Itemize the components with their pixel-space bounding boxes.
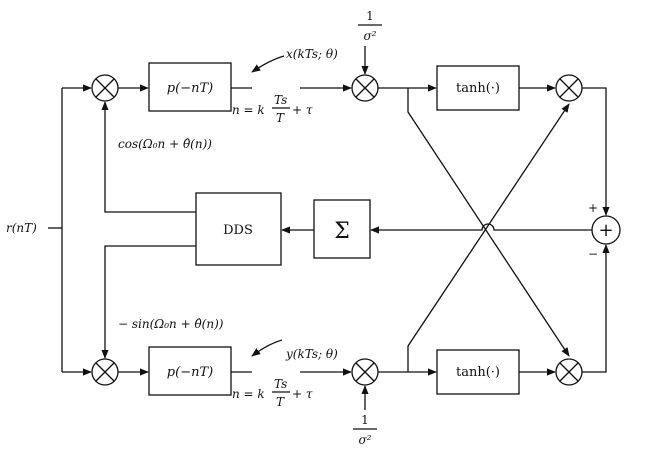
sampler-output-bottom: y(kTs; θ): [285, 347, 338, 361]
svg-text:n = k: n = k: [232, 387, 265, 401]
svg-text:+ τ: + τ: [292, 103, 313, 117]
sampler-output-top: x(kTs; θ): [286, 47, 338, 61]
svg-text:p(−nT): p(−nT): [167, 365, 213, 380]
mixer-top: [91, 74, 119, 102]
minus-sign: −: [588, 247, 598, 261]
svg-text:DDS: DDS: [223, 223, 253, 238]
svg-text:1: 1: [366, 9, 374, 23]
svg-text:T: T: [276, 395, 285, 409]
svg-text:p(−nT): p(−nT): [167, 81, 213, 96]
svg-text:Ts: Ts: [274, 93, 287, 107]
error-feedback-wire: [370, 223, 592, 234]
svg-text:T: T: [276, 111, 285, 125]
svg-text:σ²: σ²: [358, 433, 371, 447]
multiplier-top: [351, 74, 379, 102]
dds-block: DDS: [195, 192, 282, 266]
plus-sign: +: [588, 201, 598, 215]
output-multiplier-bottom: [555, 358, 583, 386]
output-multiplier-top: [555, 74, 583, 102]
svg-text:tanh(·): tanh(·): [456, 81, 500, 96]
input-split-wires: [48, 84, 92, 376]
svg-text:Σ: Σ: [334, 219, 350, 244]
svg-text:+: +: [598, 220, 613, 241]
scale-factor-top: 1 σ²: [358, 9, 382, 75]
svg-text:n = k: n = k: [232, 103, 265, 117]
sampling-instant-top: n = k Ts T + τ: [232, 93, 313, 125]
scale-factor-bottom: 1 σ²: [353, 385, 377, 447]
input-label: r(nT): [6, 221, 37, 235]
svg-text:1: 1: [361, 413, 369, 427]
cos-label: cos(Ω₀n + θ̂(n)): [118, 137, 212, 151]
loop-sum-block: Σ: [313, 199, 371, 259]
svg-text:tanh(·): tanh(·): [456, 365, 500, 380]
matched-filter-bottom: p(−nT): [148, 346, 232, 396]
tanh-block-bottom: tanh(·): [436, 349, 520, 395]
dds-output-wires: [101, 101, 196, 359]
svg-text:σ²: σ²: [363, 29, 376, 43]
matched-filter-top: p(−nT): [148, 62, 232, 112]
sampler-switch-bottom: [251, 339, 283, 357]
svg-text:Ts: Ts: [274, 377, 287, 391]
mixer-bottom: [91, 358, 119, 386]
svg-text:+ τ: + τ: [292, 387, 313, 401]
cross-coupling-wires: [407, 88, 570, 372]
sampling-instant-bottom: n = k Ts T + τ: [232, 377, 313, 409]
summing-junction: +: [591, 215, 621, 245]
sampler-switch-top: [251, 55, 285, 73]
tanh-block-top: tanh(·): [436, 65, 520, 111]
multiplier-bottom: [351, 358, 379, 386]
sin-label: − sin(Ω₀n + θ̂(n)): [118, 317, 224, 331]
